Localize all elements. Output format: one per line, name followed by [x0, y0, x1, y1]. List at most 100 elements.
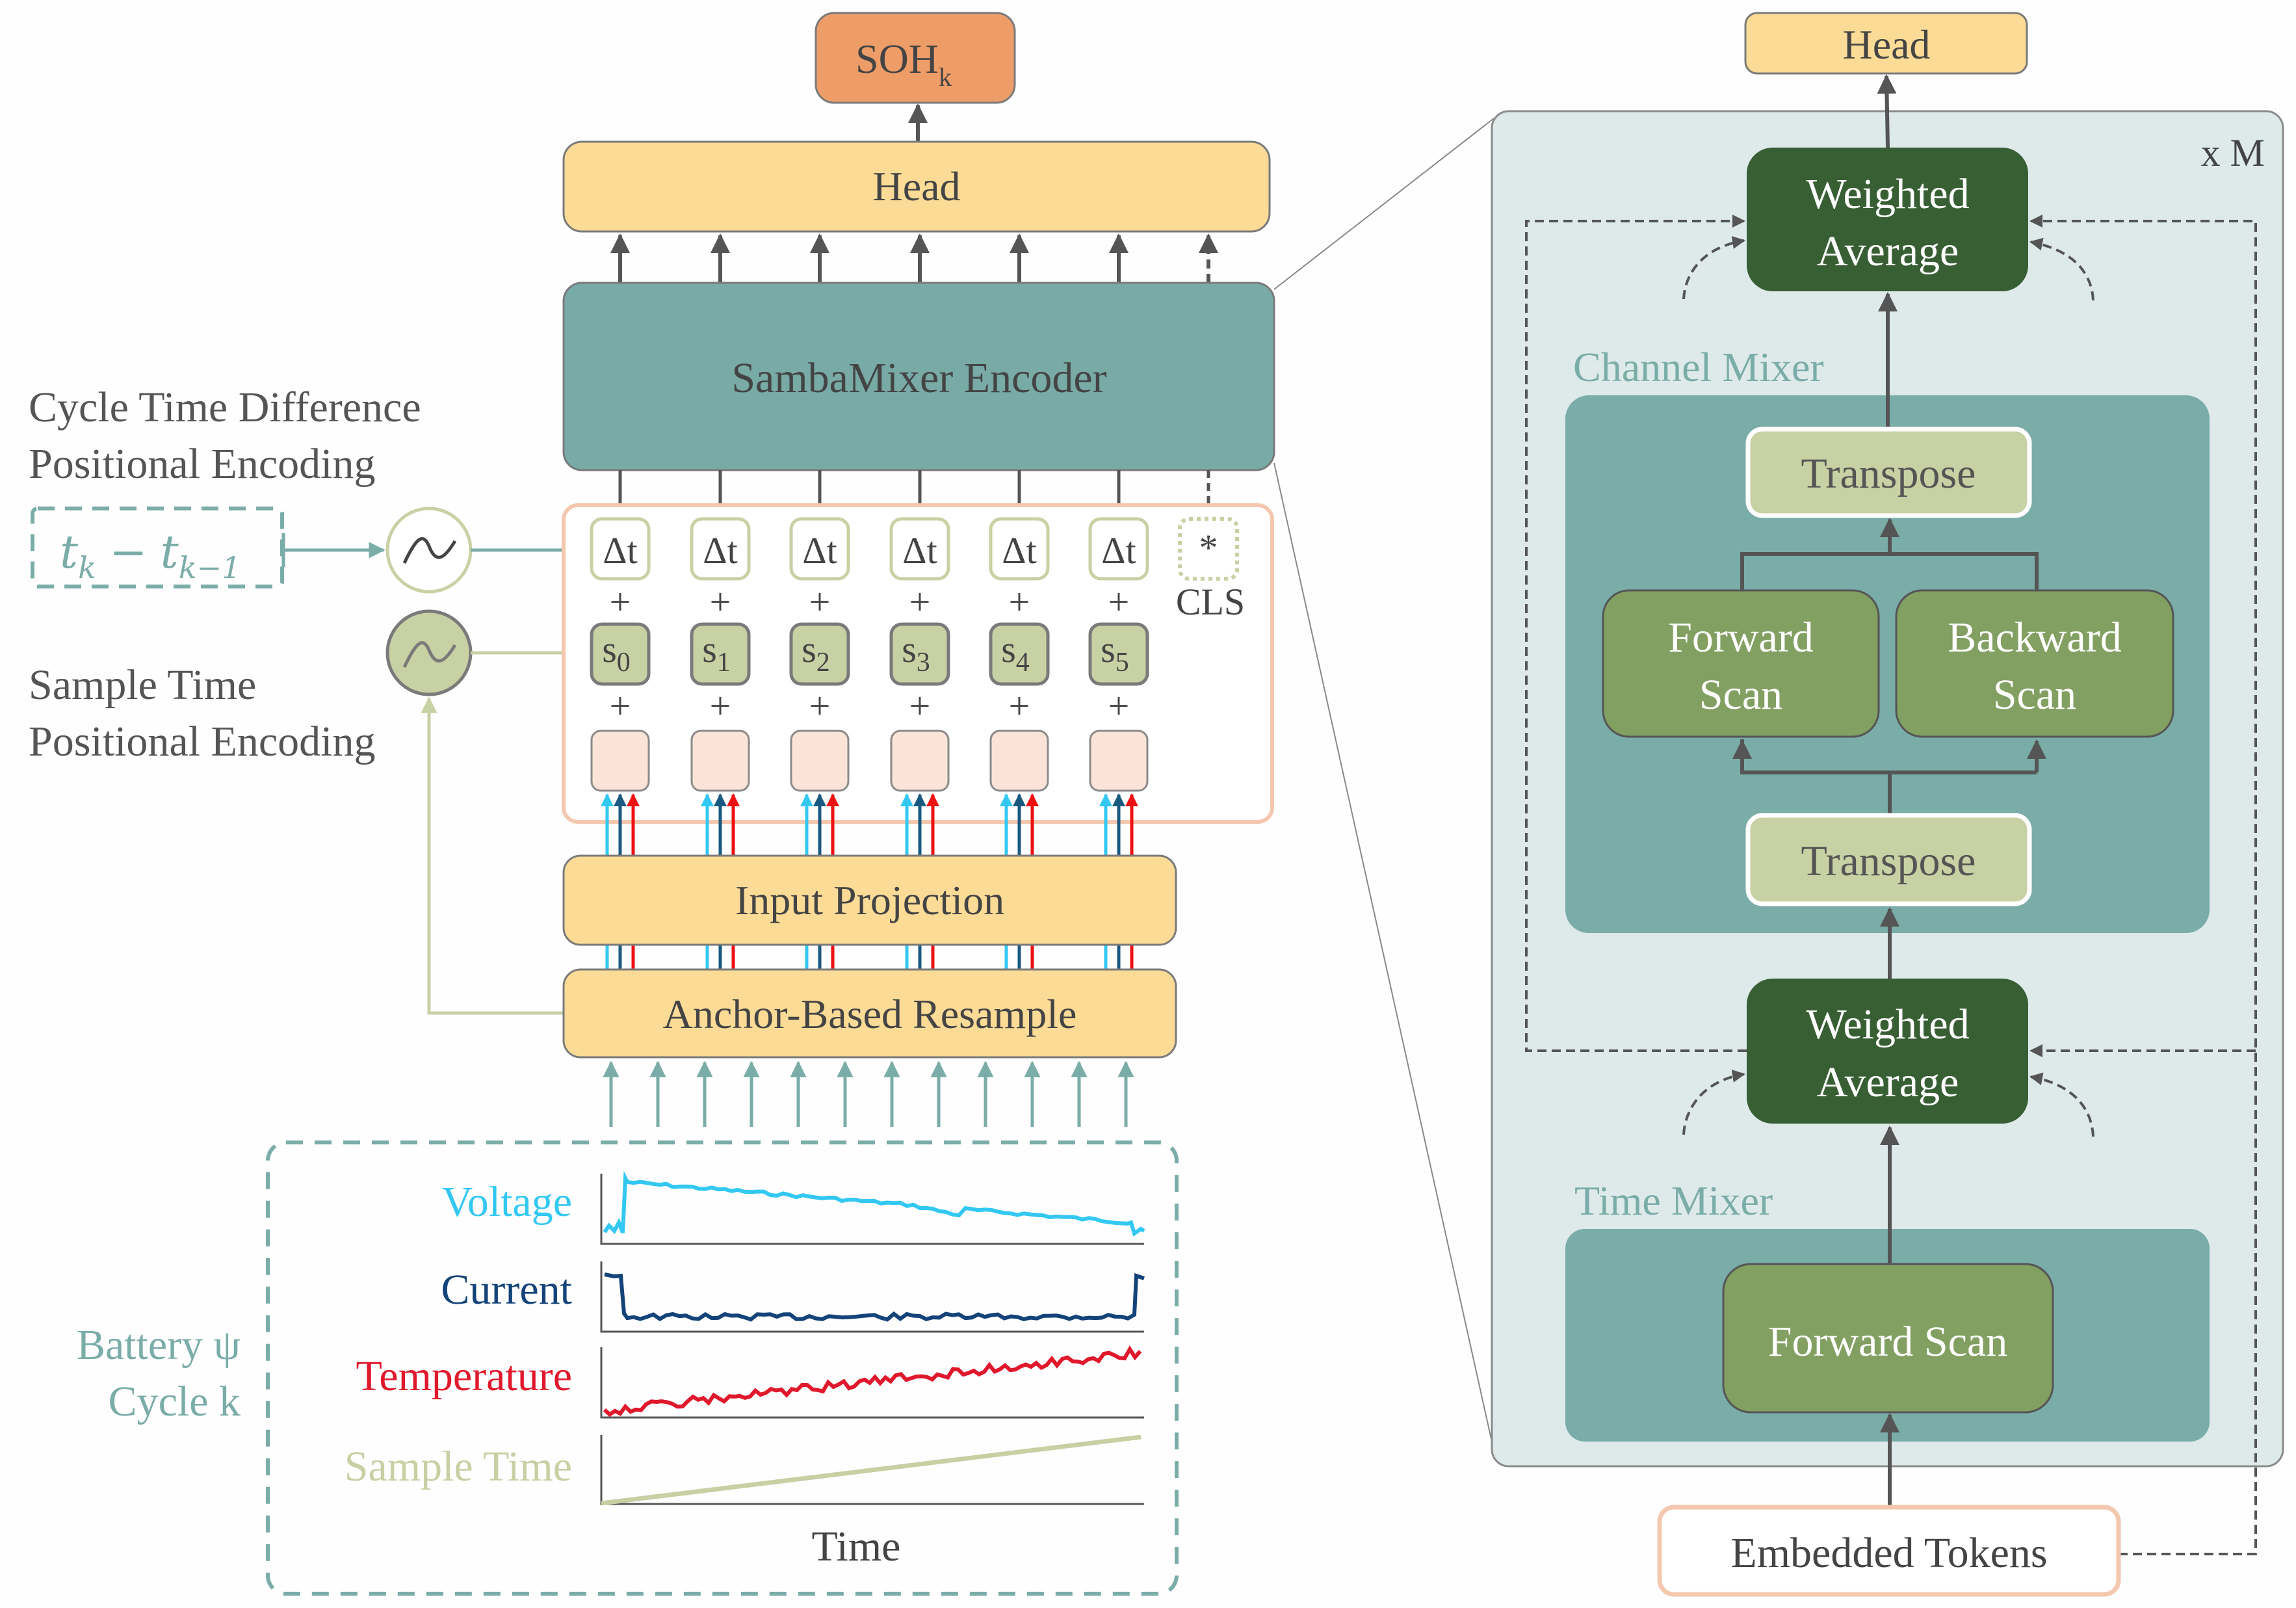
- plus-sign: +: [909, 581, 931, 623]
- sample-time-label: s0: [602, 628, 631, 678]
- sample-time-box: [789, 622, 850, 686]
- sample-time-box: [690, 622, 751, 686]
- signal-label-current: Current: [441, 1266, 572, 1313]
- sample-time-label: s3: [902, 628, 930, 678]
- cls-symbol: *: [1199, 527, 1218, 569]
- formula-t2: t: [161, 525, 179, 579]
- delta-t-label: Δt: [1002, 529, 1036, 572]
- plot-axes: [600, 1435, 1144, 1505]
- anchor-based-resample-box: Anchor-Based Resample: [562, 968, 1177, 1059]
- forward-scan-line1: Forward: [1668, 614, 1814, 661]
- embedded-tokens-box: Embedded Tokens: [1657, 1505, 2121, 1597]
- soh-subscript: k: [939, 62, 952, 92]
- sample-pe-sine-encoder: [385, 609, 473, 696]
- sample-pe-title-line1: Sample Time: [29, 661, 256, 709]
- delta-t-box: [690, 517, 751, 581]
- sample-time-label: s2: [802, 628, 830, 678]
- sine-wave-icon: [402, 641, 457, 668]
- cls-token: *: [1178, 517, 1239, 581]
- svg-text:SOHk: SOHk: [855, 36, 952, 92]
- cycle-pe-title-line1: Cycle Time Difference: [29, 384, 421, 431]
- sample-time-series: [601, 1434, 1141, 1506]
- soh-label: SOH: [855, 36, 939, 82]
- cycle-pe-title-line2: Positional Encoding: [29, 440, 375, 488]
- projected-token-box: [1089, 730, 1149, 792]
- right-head-label: Head: [1842, 21, 1930, 68]
- projected-token-box: [690, 730, 750, 792]
- input-projection-label: Input Projection: [735, 877, 1004, 923]
- delta-t-label: Δt: [802, 529, 837, 572]
- weight-arrow-bottom-left: [1682, 1069, 1745, 1135]
- sample-time-box: [590, 622, 651, 686]
- signal-label-voltage: Voltage: [442, 1178, 572, 1226]
- token-column: Δt + s1 +: [690, 517, 751, 792]
- delta-t-label: Δt: [603, 529, 637, 572]
- channel-arrows: [601, 793, 1138, 969]
- delta-t-label: Δt: [703, 529, 737, 572]
- input-projection-box: Input Projection: [562, 854, 1177, 946]
- transpose-top-box: Transpose: [1745, 427, 2032, 518]
- sample-time-label: s1: [702, 628, 731, 678]
- delta-t-box: [1088, 517, 1149, 581]
- plot-axes: [600, 1174, 1144, 1245]
- plus-sign: +: [610, 581, 631, 623]
- token-column: Δt+s4+: [989, 517, 1050, 792]
- sambamixer-encoder-box: SambaMixer Encoder: [562, 282, 1275, 471]
- plus-sign: +: [1009, 685, 1030, 727]
- delta-t-box: [989, 517, 1050, 581]
- token-column: Δt+s5+: [1088, 517, 1149, 792]
- wa-top-line1: Weighted: [1806, 170, 1969, 218]
- formula-sub1: k: [78, 550, 96, 585]
- transpose-bottom-label: Transpose: [1801, 837, 1976, 885]
- resample-label: Anchor-Based Resample: [663, 991, 1077, 1037]
- channel-mixer-block: [1565, 395, 2210, 933]
- sample-time-box: [1088, 622, 1149, 686]
- plus-sign: +: [1108, 685, 1130, 727]
- cycle-pe-sine-encoder: [385, 507, 473, 594]
- plus-sign: +: [710, 685, 731, 727]
- voltage-series: [603, 1170, 1145, 1237]
- cycle-label: Cycle k: [109, 1378, 241, 1425]
- plus-sign: +: [809, 581, 831, 623]
- resample-to-sample-pe-line: [421, 696, 564, 1015]
- plus-sign: +: [1009, 581, 1030, 623]
- forward-scan-time-box: Forward Scan: [1722, 1263, 2054, 1414]
- delta-t-label: Δt: [902, 529, 937, 572]
- plus-sign: +: [1108, 581, 1130, 623]
- sample-time-label: s5: [1101, 628, 1129, 678]
- wa-bottom-line1: Weighted: [1806, 1001, 1969, 1048]
- encoder-to-head-arrows: [610, 233, 1218, 283]
- token-column: Δt+s3+: [889, 517, 950, 792]
- cycle-time-difference-input: tk−tk−1: [31, 507, 284, 588]
- embedded-tokens-label: Embedded Tokens: [1730, 1529, 2047, 1577]
- plus-sign: +: [809, 685, 831, 727]
- left-head-label: Head: [872, 163, 960, 209]
- delta-t-box: [889, 517, 950, 581]
- cls-label: CLS: [1176, 581, 1245, 623]
- projected-token-box: [590, 730, 650, 792]
- time-mixer-title: Time Mixer: [1574, 1178, 1773, 1224]
- zoom-line-bottom: [1273, 462, 1496, 1457]
- delta-t-box: [789, 517, 850, 581]
- projected-token-box: [989, 730, 1049, 792]
- weighted-average-bottom: Weighted Average: [1747, 979, 2028, 1124]
- token-columns: Δt+s0+Δt+s1+Δt+s2+Δt+s3+Δt+s4+Δt+s5+: [590, 517, 1149, 792]
- time-axis-label: Time: [812, 1523, 901, 1570]
- temperature-series: [603, 1345, 1142, 1417]
- sample-time-box: [889, 622, 950, 686]
- plus-sign: +: [710, 581, 731, 623]
- battery-label: Battery ψ: [77, 1321, 241, 1369]
- sine-wave-icon: [402, 537, 457, 564]
- wa-to-head-arrow: [1877, 74, 1897, 148]
- backward-scan-line1: Backward: [1948, 614, 2122, 661]
- svg-text:tk−tk−1: tk−tk−1: [60, 525, 241, 585]
- plot-axes: [600, 1261, 1144, 1333]
- weight-arrow-top-right: [2029, 237, 2094, 301]
- projected-token-box: [790, 730, 850, 792]
- skip-connection-right-top: [2029, 215, 2257, 1555]
- delta-t-box: [590, 517, 651, 581]
- raw-sample-arrows: [603, 1061, 1134, 1127]
- projected-token-box: [890, 730, 950, 792]
